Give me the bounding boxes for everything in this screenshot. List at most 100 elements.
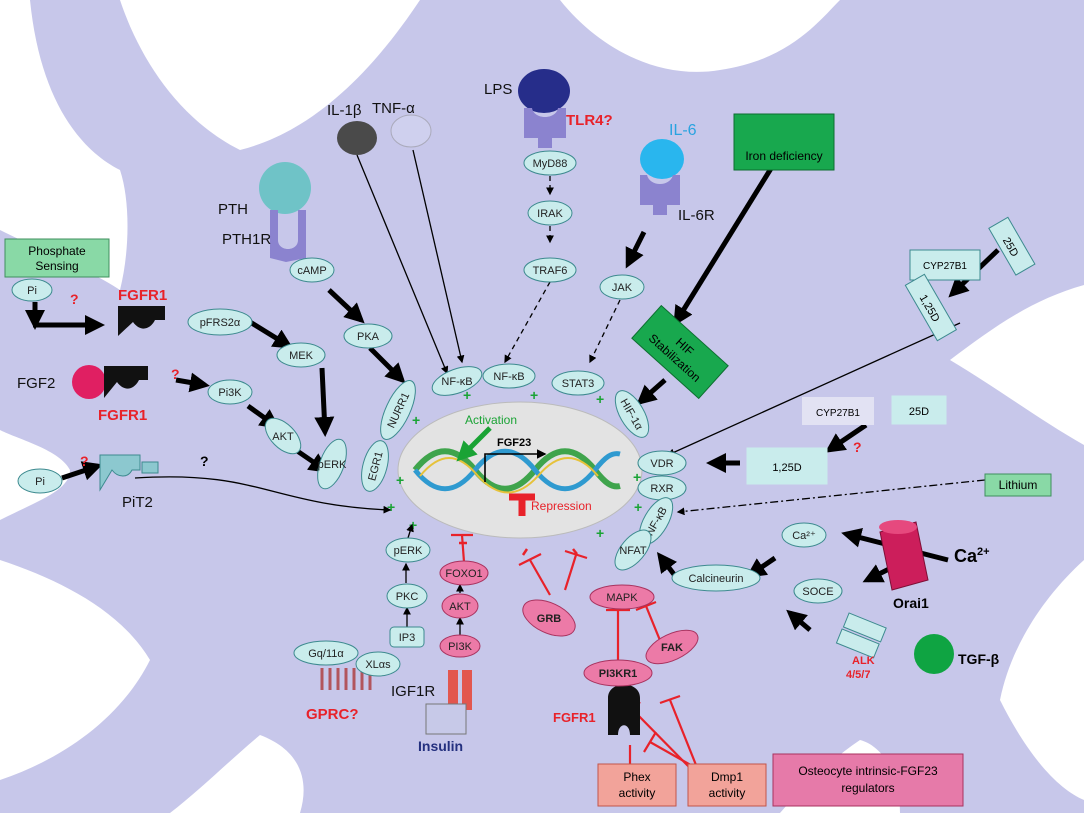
svg-text:SOCE: SOCE xyxy=(802,586,833,598)
repression-label: Repression xyxy=(531,499,592,513)
svg-text:activity: activity xyxy=(619,786,656,800)
fgfr1-label-bottom: FGFR1 xyxy=(553,710,596,725)
pth1r-receptor xyxy=(270,210,306,262)
svg-text:RXR: RXR xyxy=(650,483,673,495)
svg-text:CYP27B1: CYP27B1 xyxy=(816,408,860,419)
pit2-transporter xyxy=(99,454,159,492)
fgfr1-receptor-top xyxy=(118,306,165,336)
svg-text:?: ? xyxy=(200,453,209,469)
cell-notch-top-right xyxy=(560,0,840,72)
svg-text:pERK: pERK xyxy=(394,545,423,557)
node-myd88: MyD88 xyxy=(523,150,577,176)
igf1r-label: IGF1R xyxy=(391,683,435,700)
svg-text:?: ? xyxy=(70,291,79,307)
lps-ligand xyxy=(518,69,570,113)
svg-text:pERK: pERK xyxy=(318,459,347,471)
svg-text:XLαs: XLαs xyxy=(365,659,391,671)
svg-text:Pi3K: Pi3K xyxy=(218,387,242,399)
node-irak: IRAK xyxy=(527,200,573,226)
dmp1-activity-box: Dmp1 activity xyxy=(687,763,767,807)
25d-box-upper: 25D xyxy=(988,216,1036,276)
phosphate-sensing-box: Phosphate Sensing xyxy=(4,238,110,278)
node-xlas: XLαs xyxy=(355,651,401,677)
alk-label-1: ALK xyxy=(852,655,875,667)
svg-text:NF-κB: NF-κB xyxy=(441,376,472,388)
svg-text:activity: activity xyxy=(709,786,746,800)
il1b-label: IL-1β xyxy=(327,102,362,119)
svg-text:PI3K: PI3K xyxy=(448,641,473,653)
svg-text:1,25D: 1,25D xyxy=(772,462,801,474)
node-ip3: IP3 xyxy=(389,626,425,648)
node-pkc: PKC xyxy=(386,583,428,609)
node-perk-bottom: pERK xyxy=(385,537,431,563)
tlr4-label: TLR4? xyxy=(566,112,613,129)
node-pi-top: Pi xyxy=(11,278,53,302)
svg-text:Iron deficiency: Iron deficiency xyxy=(745,149,822,163)
fgf2-ligand xyxy=(72,365,106,399)
svg-text:+: + xyxy=(634,499,642,515)
node-traf6: TRAF6 xyxy=(523,257,577,283)
node-pi-bottom: Pi xyxy=(17,468,63,494)
fgfr1-receptor-mid xyxy=(104,366,148,398)
svg-text:+: + xyxy=(463,387,471,403)
node-pka: PKA xyxy=(343,323,393,349)
node-pi3k-bottom: PI3K xyxy=(439,634,481,658)
svg-text:PKA: PKA xyxy=(357,331,380,343)
svg-text:Phex: Phex xyxy=(623,770,650,784)
node-grb: GRB xyxy=(522,599,576,637)
cyp27b1-label-lower: CYP27B1 xyxy=(802,397,874,425)
svg-text:Gq/11α: Gq/11α xyxy=(308,648,344,660)
node-perk-left: pERK xyxy=(317,438,347,490)
node-pfrs2a: pFRS2α xyxy=(187,308,253,336)
fgfr1-receptor-bottom xyxy=(608,684,640,735)
inhibition-bars xyxy=(451,493,700,771)
svg-text:Ca²⁺: Ca²⁺ xyxy=(792,530,816,542)
node-akt-top: AKT xyxy=(264,417,302,455)
osteocyte-regulators-box: Osteocyte intrinsic-FGF23 regulators xyxy=(772,753,964,807)
svg-text:NFAT: NFAT xyxy=(619,545,647,557)
node-nfkb-2: NF-κB xyxy=(482,363,536,389)
svg-text:Lithium: Lithium xyxy=(999,478,1038,492)
svg-text:+: + xyxy=(387,499,395,515)
igf1r-receptor xyxy=(448,670,472,710)
node-fak: FAK xyxy=(645,629,699,665)
orai1-label: Orai1 xyxy=(893,595,929,611)
node-mapk: MAPK xyxy=(589,584,655,610)
node-stat3: STAT3 xyxy=(551,370,605,396)
svg-text:Sensing: Sensing xyxy=(35,259,78,273)
svg-text:regulators: regulators xyxy=(841,781,894,795)
activation-label: Activation xyxy=(465,413,517,427)
svg-text:GRB: GRB xyxy=(537,613,562,625)
question-marks: ? ? ? ? ? xyxy=(70,291,862,469)
svg-text:Dmp1: Dmp1 xyxy=(711,770,743,784)
svg-text:cAMP: cAMP xyxy=(297,265,326,277)
gprc-receptor xyxy=(320,668,372,690)
svg-text:STAT3: STAT3 xyxy=(562,378,595,390)
node-rxr: RXR xyxy=(637,475,687,501)
pth1r-label: PTH1R xyxy=(222,231,271,248)
tnfa-label: TNF-α xyxy=(372,100,415,117)
svg-text:JAK: JAK xyxy=(612,282,633,294)
pth-ligand xyxy=(259,162,311,214)
fgf2-label: FGF2 xyxy=(17,375,55,392)
il1b-ligand xyxy=(337,121,377,155)
svg-text:Pi: Pi xyxy=(35,476,45,488)
svg-text:IP3: IP3 xyxy=(399,632,416,644)
node-jak: JAK xyxy=(599,274,645,300)
svg-text:?: ? xyxy=(171,366,180,382)
node-vdr: VDR xyxy=(637,450,687,476)
cell-notch-right-bottom xyxy=(1000,560,1084,800)
fgfr1-label-top: FGFR1 xyxy=(118,287,167,304)
fgf23-label: FGF23 xyxy=(497,437,531,449)
svg-text:Phosphate: Phosphate xyxy=(28,244,86,258)
svg-text:?: ? xyxy=(80,453,89,469)
tgfb-ligand xyxy=(914,634,954,674)
orai1-channel xyxy=(879,520,929,591)
cyp27b1-box-upper: CYP27B1 xyxy=(909,249,981,281)
svg-text:25D: 25D xyxy=(909,406,929,418)
svg-text:+: + xyxy=(596,525,604,541)
svg-text:AKT: AKT xyxy=(449,601,471,613)
il6r-receptor xyxy=(640,175,680,215)
tnfa-ligand xyxy=(390,114,432,148)
svg-text:+: + xyxy=(633,469,641,485)
